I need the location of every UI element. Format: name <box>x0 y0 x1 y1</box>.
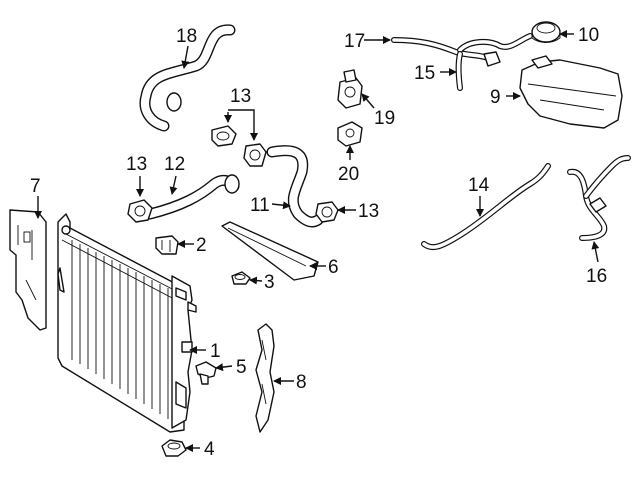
callout-8: 8 <box>296 372 307 393</box>
callout-2: 2 <box>196 235 207 256</box>
leader-11 <box>271 201 291 210</box>
callout-10: 10 <box>578 25 599 46</box>
part-5-bolt <box>195 361 217 385</box>
callout-17: 17 <box>344 31 365 52</box>
callout-18: 18 <box>176 26 197 47</box>
callout-16: 16 <box>586 266 607 287</box>
callout-6: 6 <box>328 257 339 278</box>
leader-19 <box>361 93 375 109</box>
part-7-left-deflector <box>9 209 47 331</box>
callout-13-left: 13 <box>126 154 147 175</box>
part-19-valve <box>337 69 363 109</box>
part-11-hose <box>266 145 324 228</box>
callout-labels: 18 13 13 12 7 2 3 11 13 6 5 1 8 4 17 15 … <box>30 25 607 460</box>
part-2-mount <box>155 235 179 255</box>
part-12-hose <box>144 174 240 220</box>
leader-5 <box>215 363 233 372</box>
part-14-hose <box>421 163 551 251</box>
callout-20: 20 <box>338 164 359 185</box>
part-13-clamp-left <box>127 199 153 223</box>
leader-12 <box>169 175 178 195</box>
part-20-bracket <box>337 121 363 147</box>
callout-14: 14 <box>468 175 490 196</box>
callout-5: 5 <box>236 357 247 378</box>
callout-13-top: 13 <box>230 86 251 107</box>
callout-7: 7 <box>30 176 41 197</box>
part-9-reservoir <box>519 55 623 129</box>
leader-13-top-b <box>228 109 258 141</box>
leader-3 <box>249 276 263 285</box>
part-4-drain-plug <box>161 439 187 457</box>
callout-12: 12 <box>164 154 185 175</box>
part-10-cap <box>531 21 561 43</box>
part-13-clamps-top <box>211 125 267 167</box>
callout-9: 9 <box>490 87 501 108</box>
part-radiator <box>57 213 197 433</box>
callout-11: 11 <box>250 195 270 216</box>
part-8-right-deflector <box>255 323 275 433</box>
leader-lines <box>34 30 600 452</box>
part-16-hose <box>567 155 631 241</box>
leader-18 <box>181 45 190 69</box>
callout-13-right: 13 <box>358 201 379 222</box>
callout-19: 19 <box>374 108 395 129</box>
part-3-bushing <box>231 271 251 285</box>
part-17-15-tubes <box>391 33 533 91</box>
leader-16 <box>591 241 600 263</box>
part-13-clamp-right <box>315 201 339 223</box>
callout-1: 1 <box>210 341 221 362</box>
callout-3: 3 <box>264 272 275 293</box>
callout-4: 4 <box>204 439 215 460</box>
part-18-hose <box>139 24 236 132</box>
callout-15: 15 <box>414 63 435 84</box>
